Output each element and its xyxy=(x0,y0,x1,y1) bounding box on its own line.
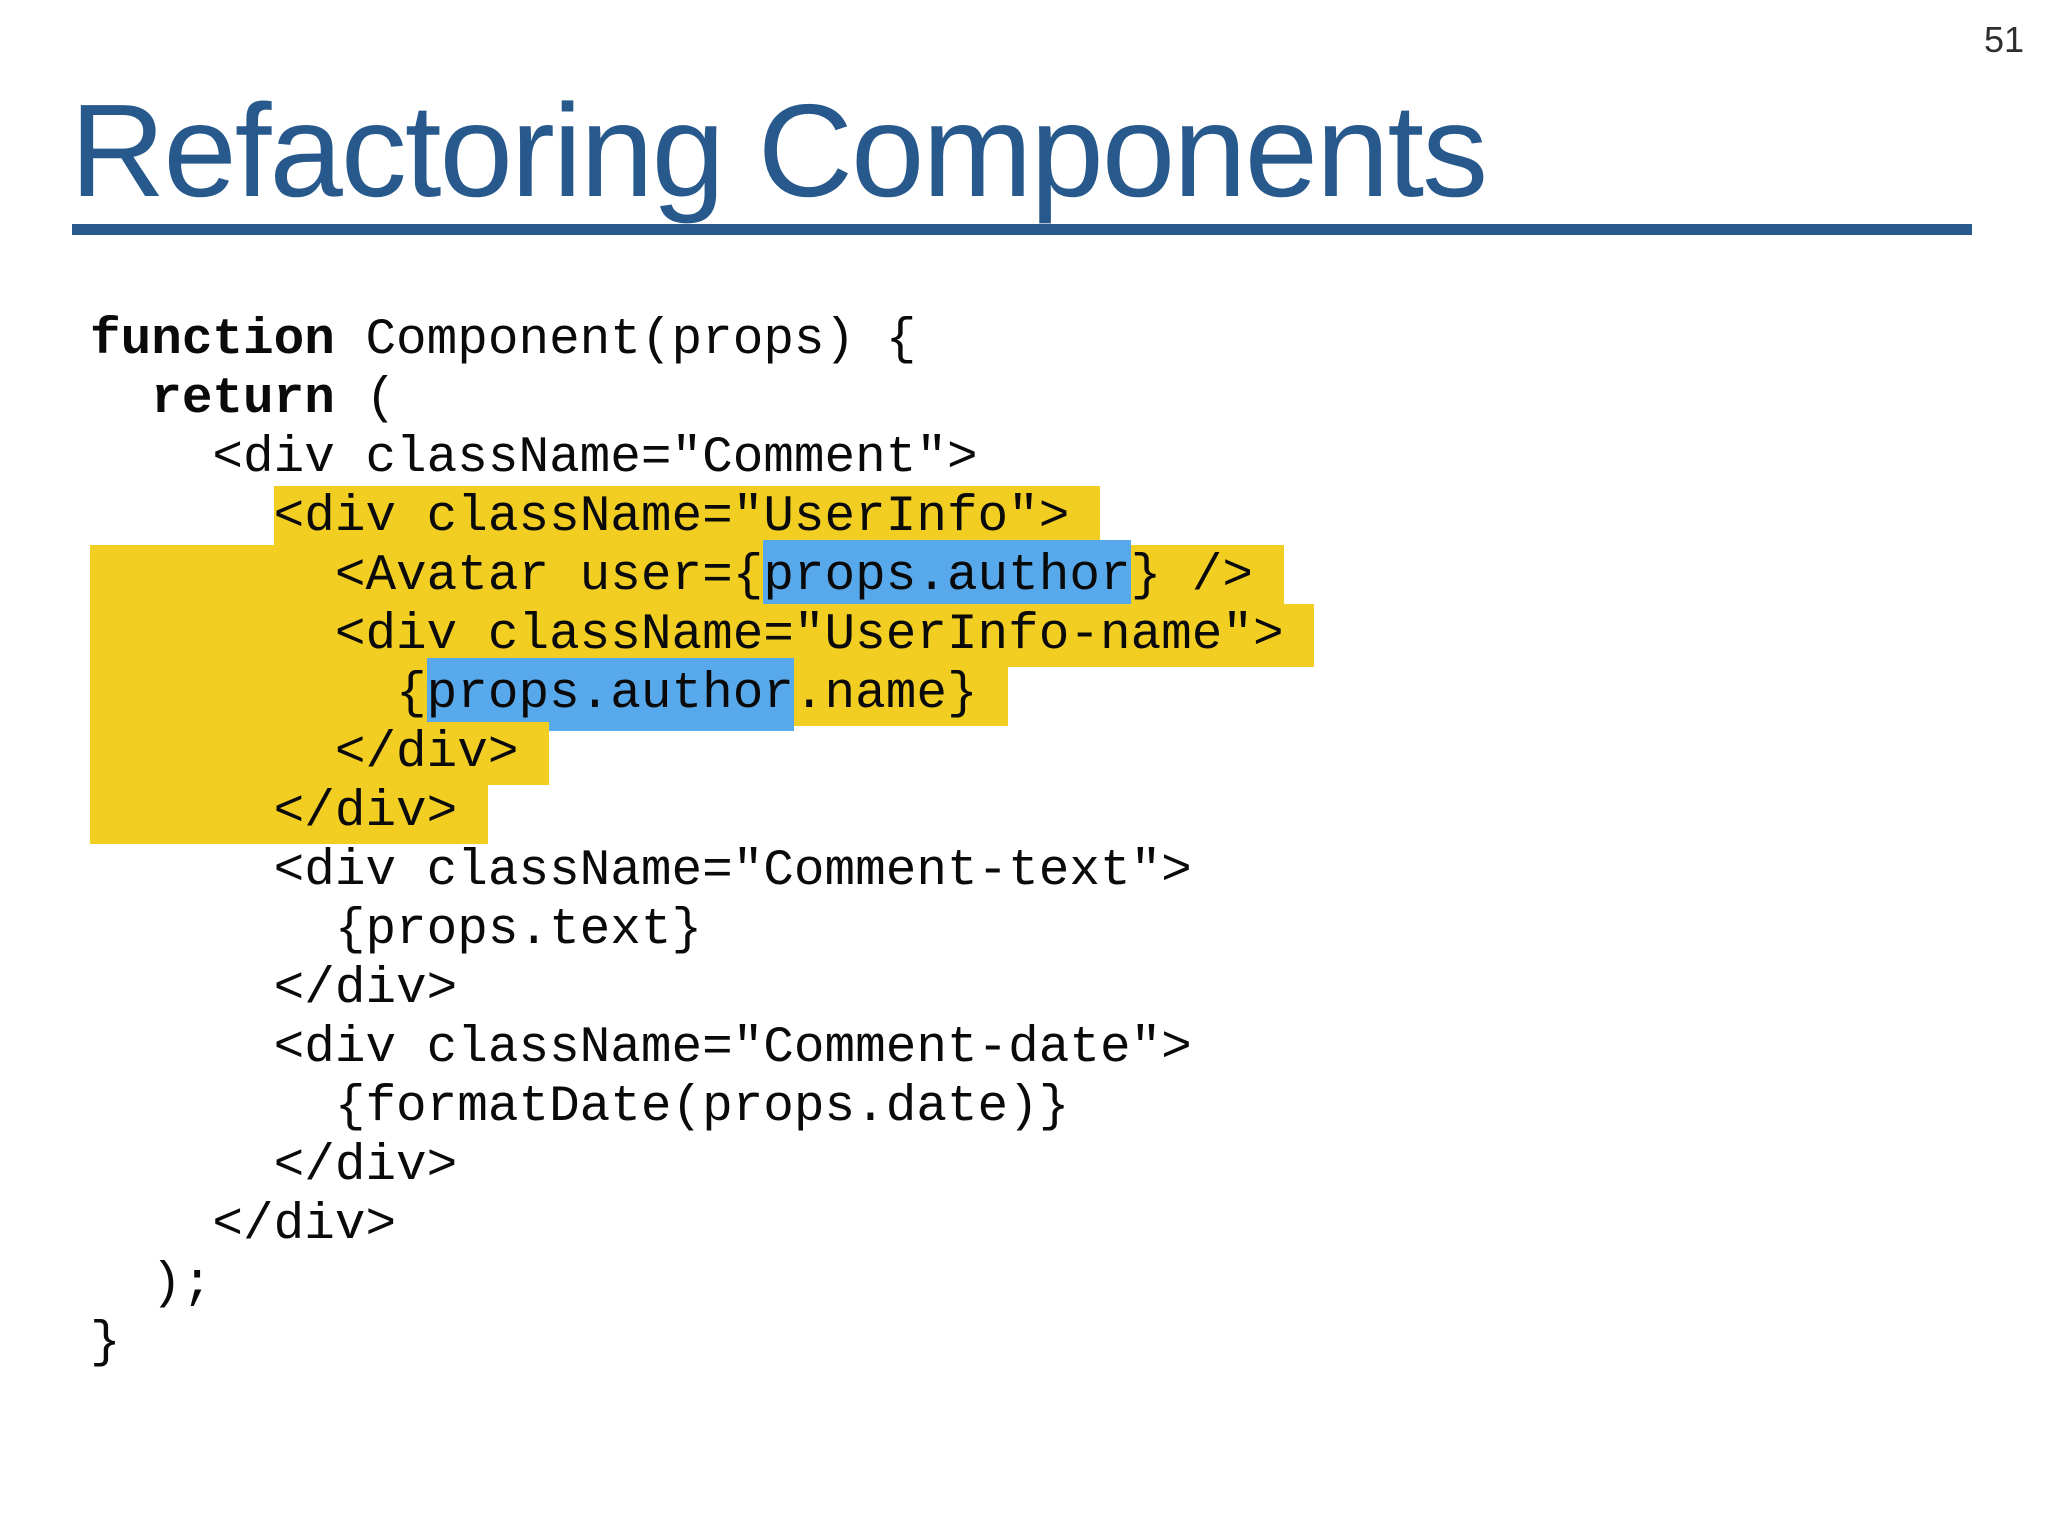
highlight-yellow: <Avatar user={ xyxy=(90,545,764,608)
code-text: </div> xyxy=(90,1197,397,1254)
code-line: </div> xyxy=(90,960,1314,1019)
code-line: </div> xyxy=(90,1196,1314,1255)
code-line: </div> xyxy=(90,781,1314,844)
code-keyword: function xyxy=(90,312,335,369)
slide-title: Refactoring Components xyxy=(70,77,1488,224)
code-line: <div className="Comment-text"> xyxy=(90,842,1314,901)
code-line: {formatDate(props.date)} xyxy=(90,1078,1314,1137)
code-text xyxy=(90,489,274,546)
code-text: {formatDate(props.date)} xyxy=(90,1079,1070,1136)
highlight-blue: props.author xyxy=(763,540,1131,613)
code-line: </div> xyxy=(90,1137,1314,1196)
code-text: } xyxy=(90,1315,121,1372)
code-text: ( xyxy=(334,371,397,428)
code-text: </div> xyxy=(90,961,458,1018)
code-line: <Avatar user={props.author} /> xyxy=(90,540,1314,613)
highlight-yellow: </div> xyxy=(90,781,488,844)
title-underline-rule xyxy=(72,224,1972,235)
code-line: <div className="UserInfo-name"> xyxy=(90,604,1315,667)
code-block: function Component(props) { return ( <di… xyxy=(90,311,1315,1373)
code-line: {props.text} xyxy=(90,901,1314,960)
code-line: </div> xyxy=(90,722,1314,785)
code-keyword: return xyxy=(151,371,335,428)
code-line: {props.author.name} xyxy=(90,658,1314,731)
code-text: ); xyxy=(90,1256,213,1313)
code-text: <div className="Comment-date"> xyxy=(90,1020,1192,1077)
highlight-yellow: { xyxy=(90,663,427,726)
code-line: <div className="Comment-date"> xyxy=(90,1019,1314,1078)
code-text xyxy=(90,371,151,428)
highlight-yellow: <div className="UserInfo"> xyxy=(273,486,1100,549)
highlight-blue: props.author xyxy=(426,658,794,731)
page-number: 51 xyxy=(1984,19,2025,60)
code-text: <div className="Comment"> xyxy=(90,430,978,487)
highlight-yellow: </div> xyxy=(90,722,550,785)
code-line: } xyxy=(90,1314,1314,1373)
code-text: </div> xyxy=(90,1138,458,1195)
code-line: return ( xyxy=(90,370,1314,429)
highlight-yellow: } /> xyxy=(1130,545,1284,608)
code-line: <div className="UserInfo"> xyxy=(90,486,1314,549)
highlight-yellow: <div className="UserInfo-name"> xyxy=(90,604,1315,667)
highlight-yellow: .name} xyxy=(793,663,1009,726)
code-line: function Component(props) { xyxy=(90,311,1314,370)
code-line: <div className="Comment"> xyxy=(90,429,1314,488)
code-text: {props.text} xyxy=(90,902,703,959)
code-text: Component(props) { xyxy=(334,312,917,369)
code-text: <div className="Comment-text"> xyxy=(90,843,1192,900)
code-line: ); xyxy=(90,1255,1314,1314)
